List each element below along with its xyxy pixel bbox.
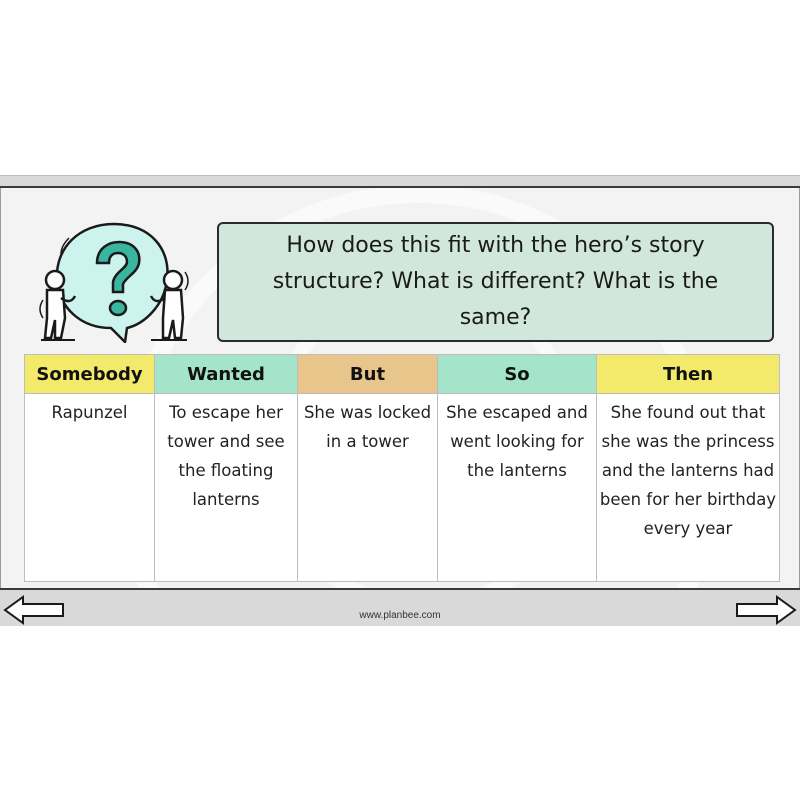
table-row: Rapunzel To escape her tower and see the… — [24, 393, 780, 582]
header-so: So — [437, 354, 597, 394]
slide-content: How does this fit with the hero’s story … — [0, 188, 800, 588]
cell-so: She escaped and went looking for the lan… — [437, 393, 597, 582]
header-then: Then — [596, 354, 780, 394]
cell-then: She found out that she was the princess … — [596, 393, 780, 582]
cell-somebody: Rapunzel — [24, 393, 155, 582]
cell-wanted: To escape her tower and see the floating… — [154, 393, 298, 582]
top-band — [0, 175, 800, 188]
header-somebody: Somebody — [24, 354, 155, 394]
cell-but: She was locked in a tower — [297, 393, 438, 582]
arrow-left-icon[interactable] — [3, 595, 65, 625]
slide: How does this fit with the hero’s story … — [0, 175, 800, 626]
question-text: How does this fit with the hero’s story … — [272, 233, 719, 330]
question-box: How does this fit with the hero’s story … — [217, 222, 774, 342]
header-row: Somebody Wanted But So Then — [24, 354, 780, 394]
arrow-right-icon[interactable] — [735, 595, 797, 625]
question-mark-icon — [39, 218, 189, 345]
header-but: But — [297, 354, 438, 394]
footer-url[interactable]: www.planbee.com — [359, 610, 441, 621]
footer-bar: www.planbee.com — [0, 588, 800, 626]
story-table: Somebody Wanted But So Then Rapunzel To … — [24, 354, 780, 582]
header-wanted: Wanted — [154, 354, 298, 394]
